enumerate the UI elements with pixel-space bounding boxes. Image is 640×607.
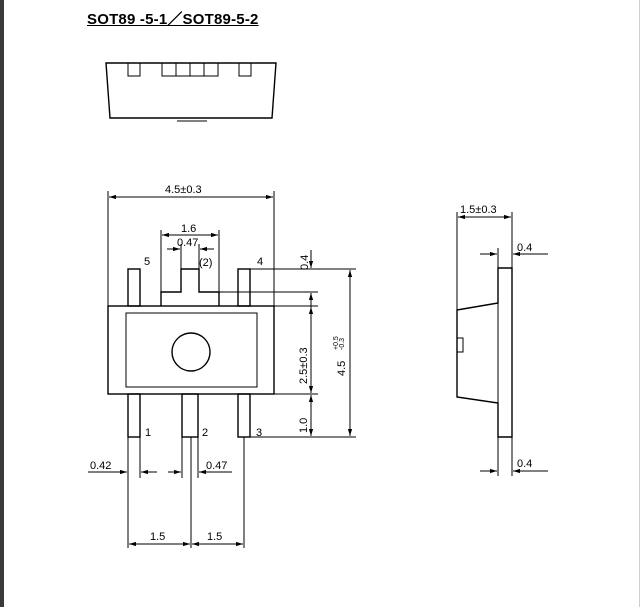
pin-label-5: 5 <box>144 256 150 268</box>
top-view-body <box>105 62 277 119</box>
dim-bottom-lead-label: 1.0 <box>298 418 310 433</box>
lead-pin-4 <box>237 268 251 307</box>
lead-pin-5 <box>127 268 141 307</box>
dim-lead-width-1-label: 0.42 <box>90 460 111 472</box>
top-view-lead-slot <box>238 62 252 77</box>
dim-total-height-tol-plus: +0.5 <box>333 336 340 350</box>
pin-label-1: 1 <box>145 427 151 439</box>
lead-pin-3 <box>237 393 251 438</box>
front-view: 5 4 1 2 3 (2) 4.5±0.3 1.6 0.47 <box>88 184 356 548</box>
dim-side-lead-top-label: 0.4 <box>517 242 532 254</box>
ejector-mark <box>171 332 211 372</box>
dim-tab-lead-label: 0.47 <box>177 237 198 249</box>
top-view-lead-slot <box>127 62 141 77</box>
dim-tab-width-label: 1.6 <box>181 223 196 235</box>
package-title: SOT89 -5-1／SOT89-5-2 <box>87 11 259 28</box>
top-view <box>105 62 277 122</box>
dim-pitch-left-label: 1.5 <box>150 531 165 543</box>
side-gate-mark <box>456 337 464 353</box>
side-body <box>456 267 513 438</box>
lead-pin-2 <box>181 393 199 438</box>
heat-tab <box>160 268 220 306</box>
dim-top-lead-label: 0.4 <box>299 255 311 270</box>
package-body-inner <box>125 312 258 388</box>
package-body <box>107 305 275 395</box>
left-border <box>0 0 4 607</box>
tab-pin-label: (2) <box>199 257 212 269</box>
dim-overall-width-label: 4.5±0.3 <box>165 184 202 196</box>
pin-label-2: 2 <box>202 427 208 439</box>
dim-total-height-label: 4.5 <box>336 361 348 376</box>
dim-side-lead-bottom-label: 0.4 <box>517 458 532 470</box>
dim-side-thickness-label: 1.5±0.3 <box>460 204 497 216</box>
dim-pitch-right-label: 1.5 <box>207 531 222 543</box>
side-view: 1.5±0.3 0.4 0.4 <box>456 204 548 476</box>
pin-label-4: 4 <box>257 256 263 268</box>
dim-lead-width-2-label: 0.47 <box>206 460 227 472</box>
dim-body-height-label: 2.5±0.3 <box>298 347 310 384</box>
lead-pin-1 <box>127 393 141 438</box>
pin-label-3: 3 <box>256 427 262 439</box>
dim-total-height-tol-minus: -0.3 <box>339 338 346 350</box>
